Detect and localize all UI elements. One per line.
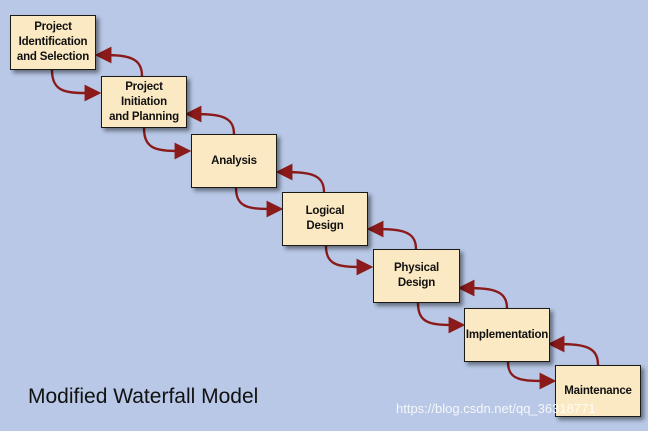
feedback-arrow-3: [275, 163, 326, 193]
feedback-arrow-1: [94, 46, 144, 77]
forward-arrow-2: [142, 127, 192, 160]
phase-box-project-initiation: Project Initiation and Planning: [101, 76, 187, 128]
feedback-arrow-2: [184, 105, 236, 135]
watermark-text: https://blog.csdn.net/qq_36318771: [396, 401, 596, 416]
phase-box-logical-design: Logical Design: [282, 192, 368, 246]
phase-box-physical-design: Physical Design: [373, 249, 460, 303]
phase-box-implementation: Implementation: [464, 308, 550, 362]
feedback-arrow-6: [547, 335, 600, 366]
forward-arrow-6: [506, 361, 557, 390]
phase-box-project-identification: Project Identification and Selection: [10, 15, 96, 70]
forward-arrow-4: [324, 245, 374, 276]
feedback-arrow-5: [457, 279, 509, 309]
forward-arrow-5: [416, 302, 466, 334]
phase-box-maintenance: Maintenance: [555, 365, 641, 417]
forward-arrow-3: [234, 187, 284, 218]
diagram-caption: Modified Waterfall Model: [28, 385, 259, 408]
feedback-arrow-4: [366, 220, 418, 250]
forward-arrow-1: [50, 69, 102, 102]
phase-box-analysis: Analysis: [191, 134, 277, 188]
